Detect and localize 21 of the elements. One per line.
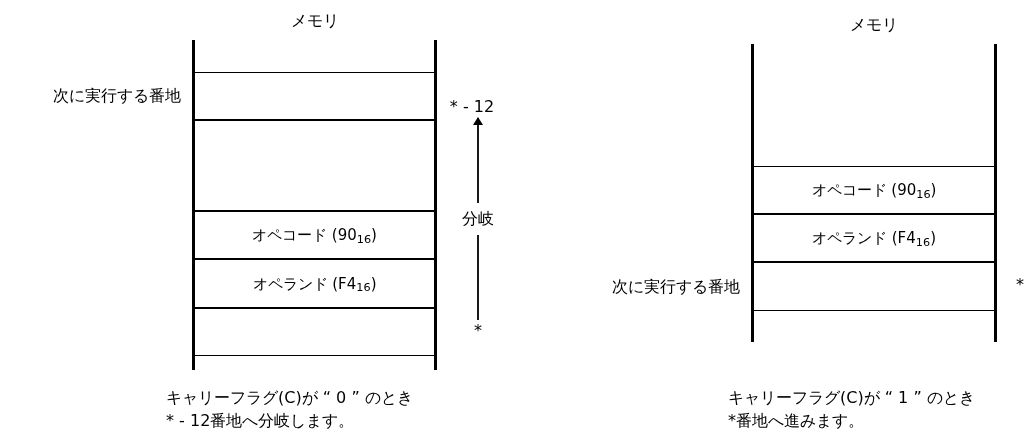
- memory-heading: メモリ: [849, 14, 899, 36]
- memory-cell: [195, 308, 434, 357]
- memory-cell: [195, 211, 434, 260]
- address-label: 次に実行する番地: [53, 85, 181, 108]
- caption-text: *番地へ進みます。: [728, 410, 864, 432]
- cell-text: オペコード (90$_{16}$): [252, 225, 377, 247]
- memory-cell: [754, 166, 994, 215]
- memory-cell: [754, 214, 994, 263]
- caption-text: * - 12番地へ分岐します。: [166, 410, 355, 432]
- memory-cell: [195, 120, 434, 212]
- cell-text: オペランド (F4$_{16}$): [252, 273, 377, 295]
- address-marker: * - 12: [446, 96, 498, 118]
- cell-text: オペランド (F4$_{16}$): [812, 228, 936, 250]
- caption-text: キャリーフラグ(C)が “ 0 ” のとき: [166, 387, 413, 409]
- memory-heading: メモリ: [289, 10, 340, 32]
- address-marker: *: [470, 320, 486, 342]
- caption-text: キャリーフラグ(C)が “ 1 ” のとき: [728, 387, 975, 409]
- address-marker: *: [1012, 274, 1028, 296]
- memory-cell: [195, 259, 434, 309]
- address-label: 次に実行する番地: [612, 275, 740, 298]
- cell-text: オペコード (90$_{16}$): [811, 180, 937, 202]
